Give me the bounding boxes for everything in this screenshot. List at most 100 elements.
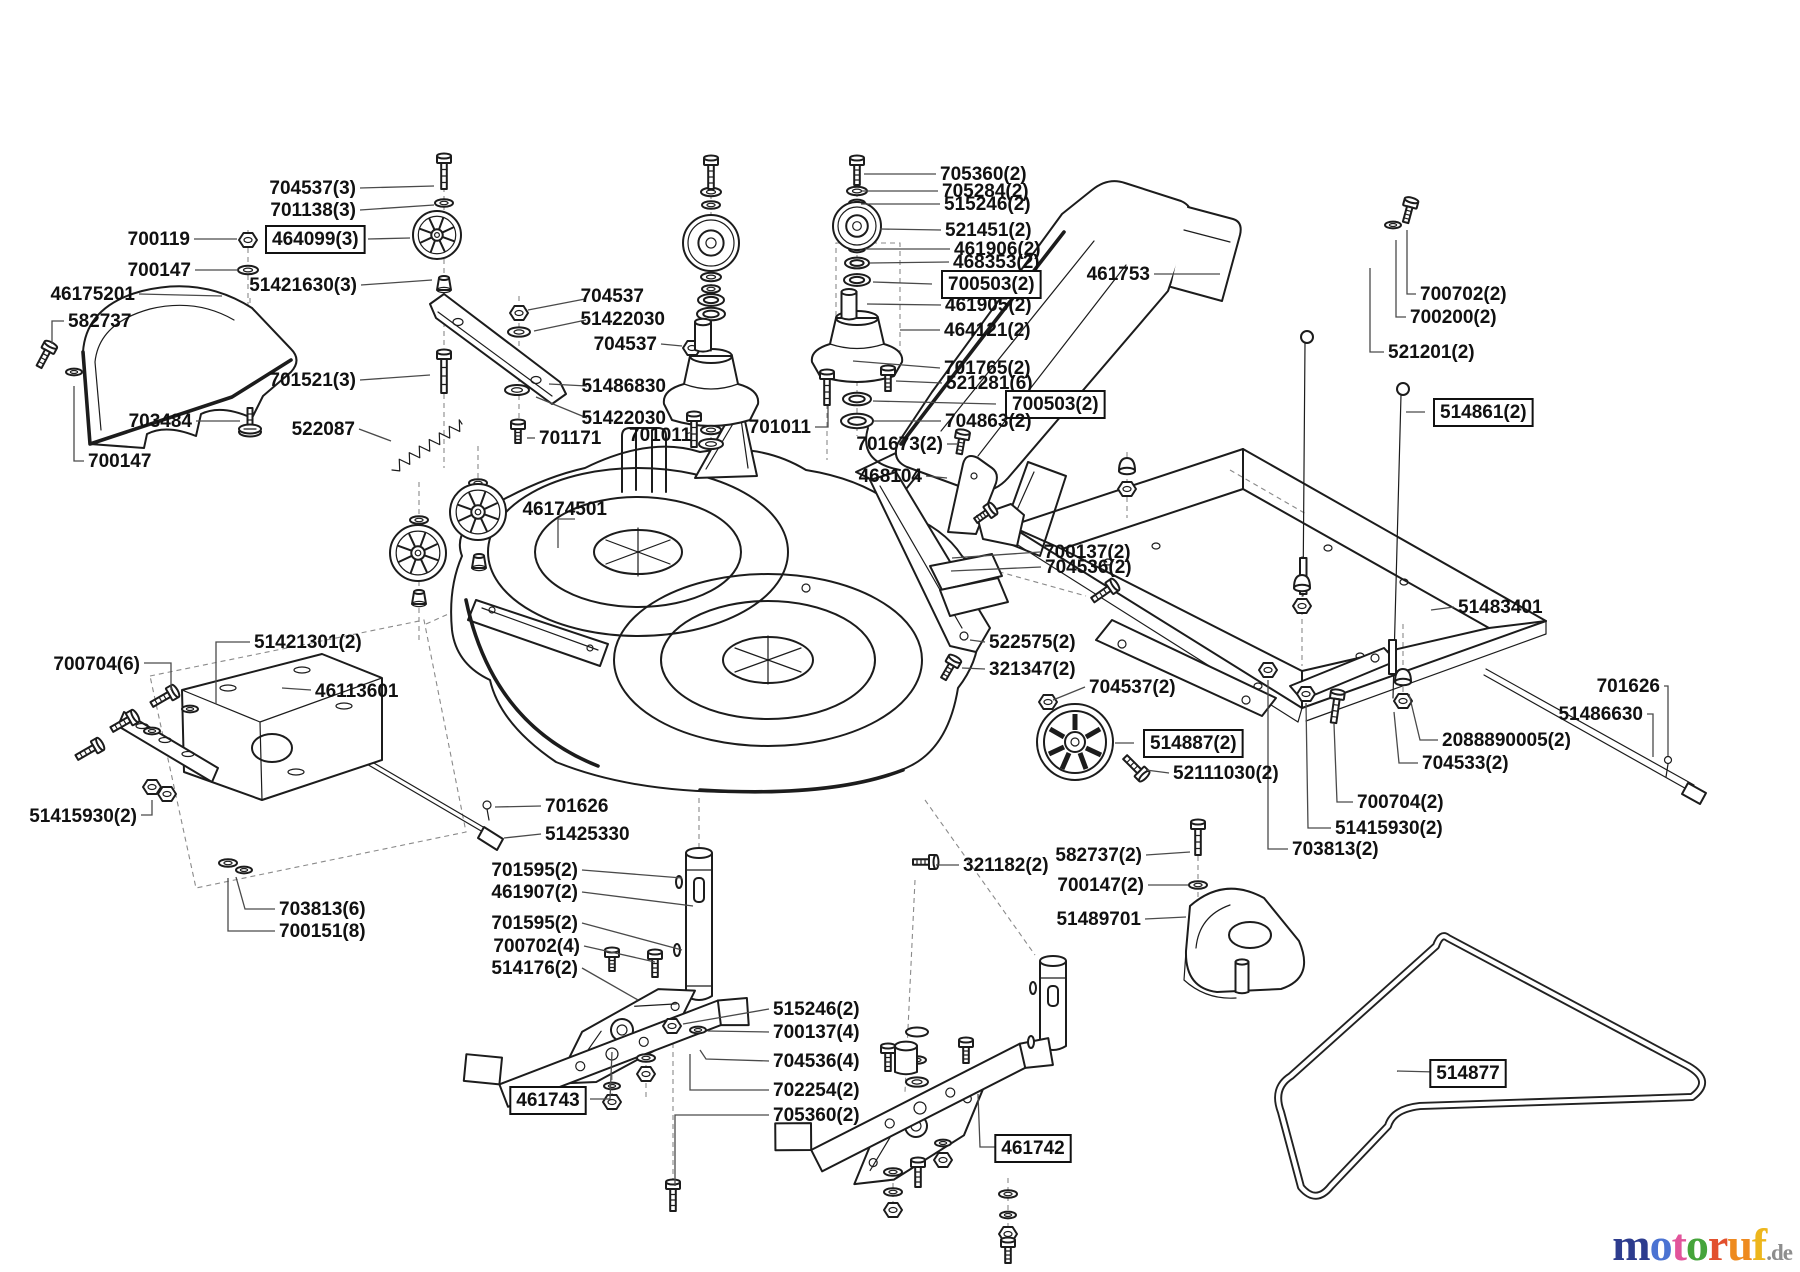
svg-text:51421630(3): 51421630(3) (249, 275, 357, 296)
blade-461742 (774, 1037, 1054, 1173)
watermark-letter: t (1671, 1219, 1687, 1270)
part-label: 700137(4) (773, 1022, 860, 1043)
svg-text:704537: 704537 (581, 286, 644, 307)
part-label: 704536(2) (1045, 557, 1132, 578)
svg-text:701595(2): 701595(2) (491, 860, 578, 881)
part-label: 514887(2) (1143, 729, 1244, 758)
part-label: 51483401 (1458, 597, 1543, 618)
part-label: 52111030(2) (1173, 763, 1279, 784)
svg-text:521451(2): 521451(2) (945, 220, 1032, 241)
svg-text:51415930(2): 51415930(2) (29, 806, 137, 827)
part-label: 461743 (509, 1086, 587, 1115)
watermark-word: motoruf (1612, 1219, 1767, 1270)
svg-text:705284(2): 705284(2) (942, 181, 1029, 202)
part-label: 704536(4) (773, 1051, 860, 1072)
part-label: 701138(3) (270, 200, 356, 221)
part-label: 522575(2) (989, 632, 1076, 653)
svg-text:701765(2): 701765(2) (944, 358, 1031, 379)
part-label: 701011 (629, 425, 692, 446)
svg-text:522087: 522087 (292, 419, 355, 440)
watermark-letter: o (1649, 1219, 1673, 1270)
part-label: 514877 (1429, 1059, 1507, 1088)
part-label: 701595(2) (491, 913, 578, 934)
part-label: 51421301(2) (254, 632, 362, 653)
part-label: 2088890005(2) (1442, 730, 1571, 751)
part-label: 700702(2) (1420, 284, 1507, 305)
spindle-shafts-illustration (685, 847, 1067, 1051)
wheel-illustration (1036, 703, 1114, 781)
svg-text:46175201: 46175201 (50, 284, 135, 305)
part-label: 51486830 (581, 376, 666, 397)
svg-text:515246(2): 515246(2) (773, 999, 860, 1020)
svg-text:701011: 701011 (629, 425, 692, 446)
label-box (941, 270, 1042, 299)
part-label: 461742 (994, 1134, 1072, 1163)
svg-text:51425330: 51425330 (545, 824, 630, 845)
part-label: 515246(2) (773, 999, 860, 1020)
svg-text:701521(3): 701521(3) (269, 370, 356, 391)
svg-text:704537(3): 704537(3) (269, 178, 356, 199)
part-label: 705284(2) (942, 181, 1029, 202)
svg-text:700704(6): 700704(6) (53, 654, 140, 675)
part-label: 700151(8) (279, 921, 366, 942)
watermark-letter: m (1612, 1219, 1650, 1270)
svg-text:703813(6): 703813(6) (279, 899, 366, 920)
svg-text:51415930(2): 51415930(2) (1335, 818, 1443, 839)
watermark-letter: f (1751, 1219, 1767, 1270)
svg-text:464121(2): 464121(2) (944, 320, 1031, 341)
svg-text:700702(4): 700702(4) (493, 936, 580, 957)
svg-text:514176(2): 514176(2) (491, 958, 578, 979)
part-label: 51422030 (580, 309, 665, 330)
spindle-housings-illustration (662, 310, 904, 427)
part-label: 701011 (749, 417, 812, 438)
cover-51489701-illustration (1183, 887, 1306, 999)
part-label: 705360(2) (773, 1105, 860, 1126)
part-label: 582737(2) (1055, 845, 1142, 866)
svg-text:461906(2): 461906(2) (954, 239, 1041, 260)
bracket-51486830-illustration (429, 293, 567, 405)
svg-text:700503(2): 700503(2) (948, 274, 1035, 295)
svg-text:521281(6): 521281(6) (946, 373, 1033, 394)
part-label: 461907(2) (491, 882, 578, 903)
part-label: 701521(3) (269, 370, 356, 391)
part-label: 514861(2) (1433, 398, 1534, 427)
mower-deck-illustration (450, 397, 1009, 794)
part-label: 703484 (129, 411, 193, 432)
svg-text:51486830: 51486830 (581, 376, 666, 397)
svg-text:704533(2): 704533(2) (1422, 753, 1509, 774)
part-label: 701673(2) (856, 434, 943, 455)
part-label: 321182(2) (963, 855, 1049, 876)
part-label: 700704(6) (53, 654, 140, 675)
part-label: 461753 (1087, 264, 1150, 285)
belt-cover-illustration (81, 285, 298, 449)
svg-text:51421301(2): 51421301(2) (254, 632, 362, 653)
watermark-suffix: .de (1766, 1240, 1793, 1265)
svg-text:700147(2): 700147(2) (1057, 875, 1144, 896)
part-label: 464121(2) (944, 320, 1031, 341)
svg-text:703484: 703484 (129, 411, 193, 432)
part-label: 700704(2) (1357, 792, 1444, 813)
part-label: 700200(2) (1410, 307, 1497, 328)
svg-text:701171: 701171 (539, 428, 602, 449)
part-label: 701626 (1597, 676, 1660, 697)
svg-text:51483401: 51483401 (1458, 597, 1543, 618)
part-label: 461906(2) (954, 239, 1041, 260)
part-label: 46175201 (50, 284, 135, 305)
part-label: 701765(2) (944, 358, 1031, 379)
svg-text:468104: 468104 (859, 466, 923, 487)
svg-text:703813(2): 703813(2) (1292, 839, 1379, 860)
part-label: 705360(2) (940, 164, 1027, 185)
part-label: 521281(6) (946, 373, 1033, 394)
part-label: 51422030 (581, 408, 666, 429)
svg-text:461753: 461753 (1087, 264, 1150, 285)
svg-text:461905(2): 461905(2) (945, 295, 1032, 316)
svg-text:582737(2): 582737(2) (1055, 845, 1142, 866)
part-label: 701171 (539, 428, 602, 449)
svg-text:704863(2): 704863(2) (945, 411, 1032, 432)
svg-text:702254(2): 702254(2) (773, 1080, 860, 1101)
svg-text:46113601: 46113601 (315, 681, 399, 702)
part-label: 51415930(2) (29, 806, 137, 827)
svg-text:701626: 701626 (545, 796, 608, 817)
part-label: 700702(4) (493, 936, 580, 957)
svg-text:700503(2): 700503(2) (1012, 394, 1099, 415)
